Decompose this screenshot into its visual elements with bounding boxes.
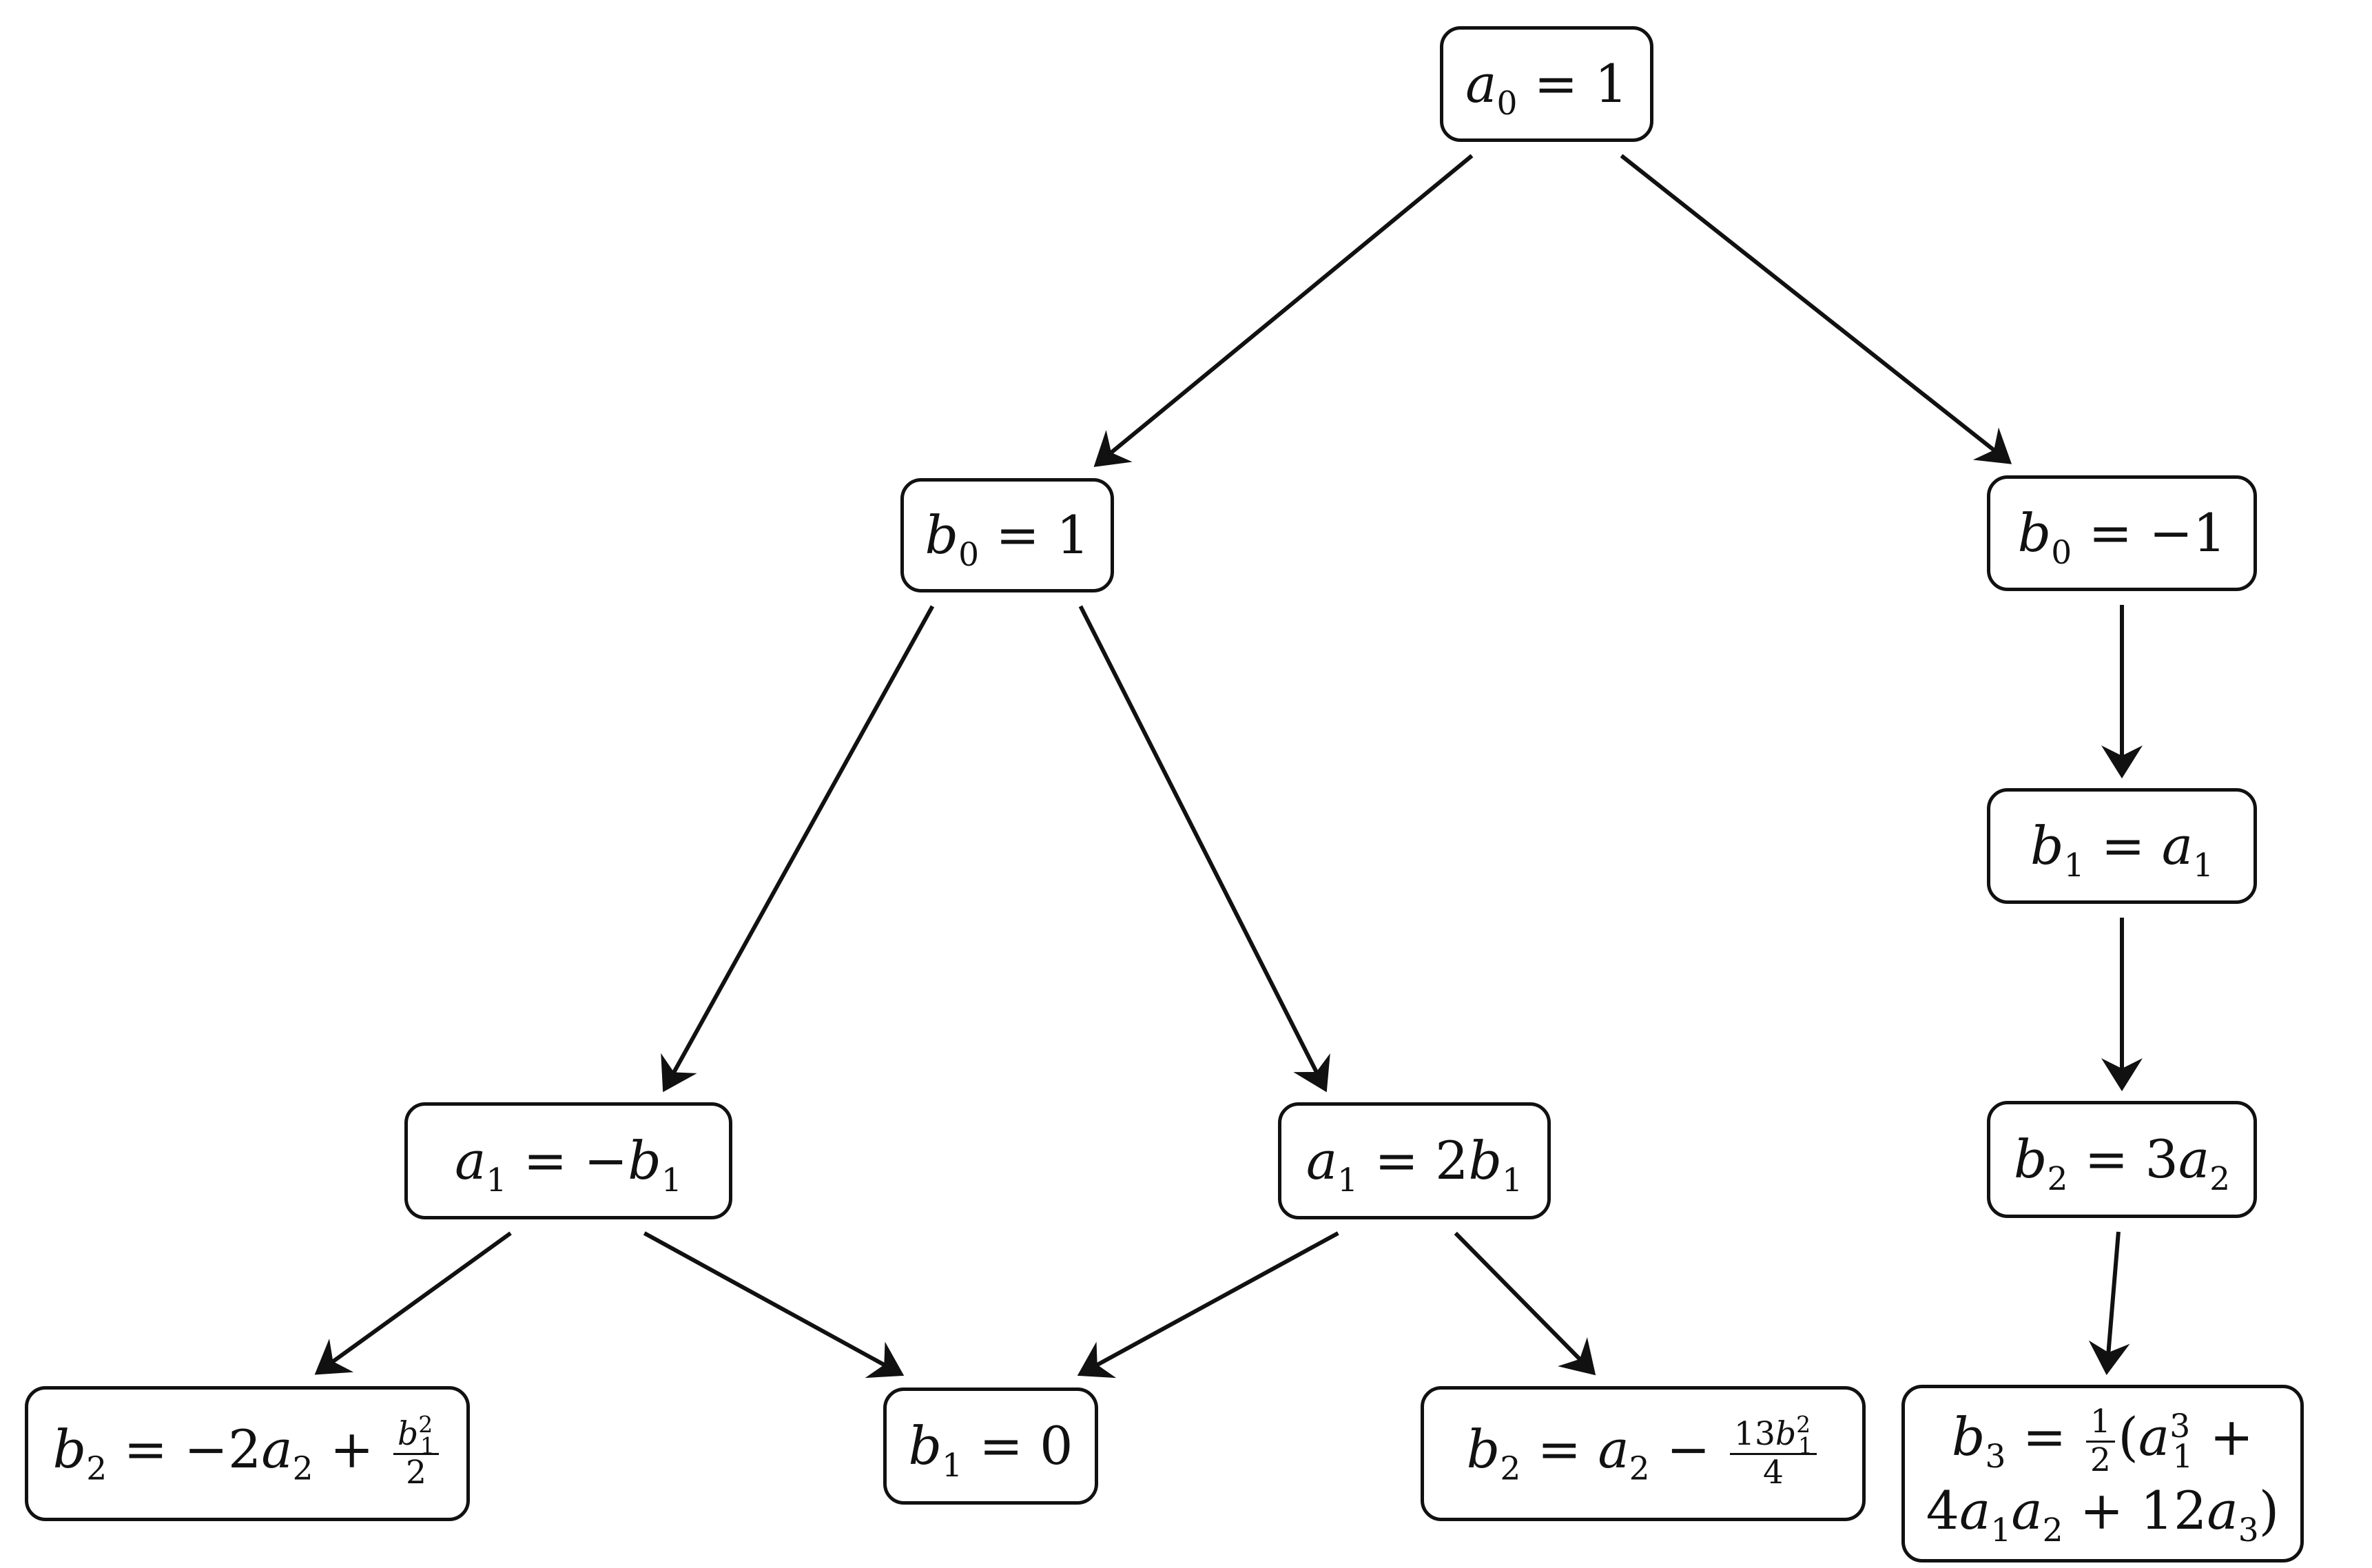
edge-b2_3a2-to-b3 bbox=[2088, 1231, 2130, 1375]
node-b1-a1: b1 = a1 bbox=[1987, 788, 2257, 904]
node-b0-pos: b0 = 1 bbox=[900, 478, 1114, 592]
edge-a1_two-to-b2_mid bbox=[1454, 1231, 1596, 1376]
node-a0: a0 = 1 bbox=[1440, 26, 1653, 142]
edge-a1_neg-to-b1_zero bbox=[643, 1231, 905, 1379]
node-a1-neg: a1 = −b1 bbox=[404, 1102, 732, 1219]
node-b0-neg: b0 = −1 bbox=[1987, 475, 2257, 591]
node-b2-3a2: b2 = 3a2 bbox=[1987, 1101, 2257, 1218]
edge-a1_two-to-b1_zero bbox=[1077, 1231, 1339, 1379]
edge-group bbox=[314, 154, 2143, 1379]
node-a1-two: a1 = 2b1 bbox=[1278, 1102, 1551, 1219]
node-b1-zero: b1 = 0 bbox=[883, 1388, 1098, 1505]
edge-b0_pos-to-a1_two bbox=[1078, 605, 1330, 1093]
edge-a0-to-b0_pos bbox=[1093, 154, 1474, 467]
edge-b0_pos-to-a1_neg bbox=[661, 605, 935, 1093]
edge-a1_neg-to-b2_left bbox=[314, 1231, 512, 1375]
edge-a0-to-b0_neg bbox=[1620, 154, 2012, 464]
